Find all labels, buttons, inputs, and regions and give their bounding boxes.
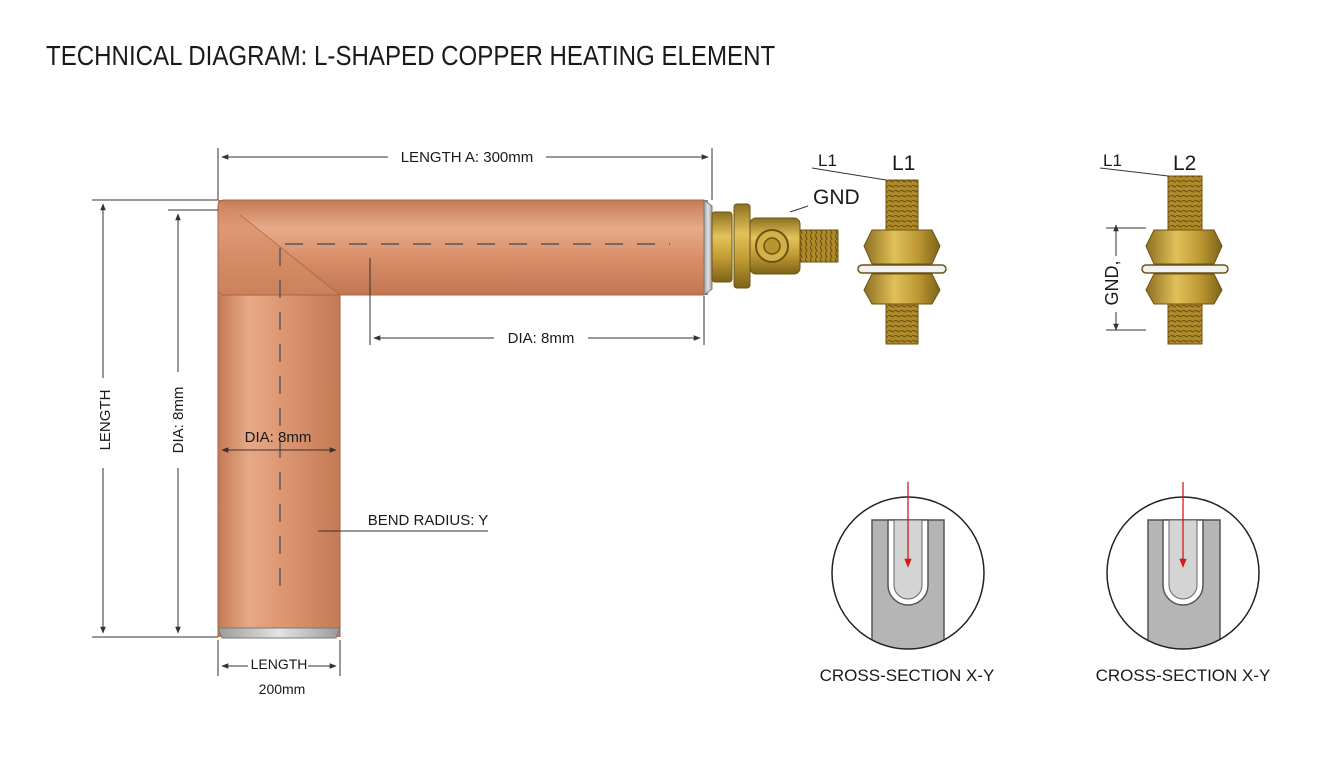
bottom-end-cap	[217, 627, 341, 639]
length-a-label: LENGTH A: 300mm	[401, 149, 534, 166]
gnd-label: GND	[813, 186, 860, 209]
terminal-stud-1	[857, 179, 947, 345]
dia-horizontal-label: DIA: 8mm	[508, 330, 575, 347]
terminal-2-lead-label: L1	[1103, 151, 1122, 170]
terminal-1-lead-label: L1	[818, 151, 837, 170]
right-end-cap	[703, 199, 713, 296]
bend-radius-label: BEND RADIUS: Y	[368, 512, 489, 529]
fitting-thread	[799, 229, 839, 263]
washer	[857, 264, 947, 274]
cross-section-2	[1106, 482, 1260, 650]
cross-section-1	[831, 482, 985, 650]
copper-heating-element	[217, 199, 713, 639]
length-vertical-label: LENGTH	[97, 390, 114, 451]
cross-section-2-label: CROSS-SECTION X-Y	[1096, 666, 1271, 685]
length-bottom-label: LENGTH	[251, 656, 308, 672]
dimension-lines	[92, 148, 1169, 676]
brass-terminal-fitting	[711, 203, 839, 289]
washer	[1141, 264, 1229, 274]
terminal-stud-2	[1141, 175, 1229, 345]
cross-section-1-label: CROSS-SECTION X-Y	[820, 666, 995, 685]
page-title: TECHNICAL DIAGRAM: L-SHAPED COPPER HEATI…	[46, 40, 776, 71]
terminal-2-top-label: L2	[1173, 152, 1196, 175]
length-bottom-value: 200mm	[259, 681, 306, 697]
terminal-1-top-label: L1	[892, 152, 915, 175]
terminal-2-gnd-label: GND,	[1102, 261, 1122, 306]
dia-leg-label: DIA: 8mm	[245, 429, 312, 446]
dia-vertical-label: DIA: 8mm	[170, 387, 187, 454]
